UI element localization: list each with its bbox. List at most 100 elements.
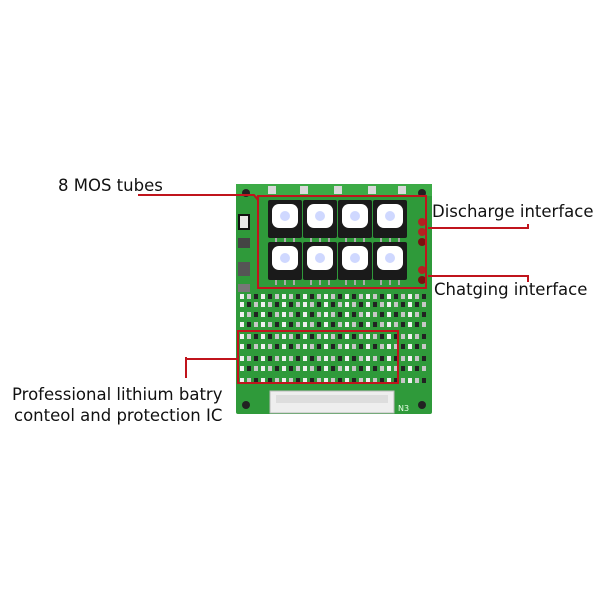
smd-part xyxy=(296,366,300,371)
smd-part xyxy=(422,378,426,383)
smd-part xyxy=(254,344,258,349)
smd-part xyxy=(380,334,384,339)
smd-part xyxy=(422,366,426,371)
smd-part xyxy=(401,302,405,307)
smd-part xyxy=(296,294,300,299)
smd-part xyxy=(338,302,342,307)
smd-part xyxy=(401,366,405,371)
smd-part xyxy=(310,344,314,349)
smd-part xyxy=(415,312,419,317)
left-components xyxy=(238,214,250,292)
smd-part xyxy=(415,344,419,349)
smd-part xyxy=(303,378,307,383)
smd-part xyxy=(261,356,265,361)
discharge-terminals xyxy=(418,218,426,246)
mosfet xyxy=(303,242,337,285)
smd-part xyxy=(408,302,412,307)
smd-part xyxy=(352,322,356,327)
smd-part xyxy=(289,344,293,349)
smd-part xyxy=(401,344,405,349)
smd-part xyxy=(310,356,314,361)
smd-part xyxy=(359,334,363,339)
smd-part xyxy=(366,356,370,361)
smd-part xyxy=(345,378,349,383)
smd-part xyxy=(338,344,342,349)
smd-part xyxy=(394,378,398,383)
smd-part xyxy=(310,294,314,299)
smd-part xyxy=(240,302,244,307)
smd-part xyxy=(268,344,272,349)
smd-part xyxy=(352,334,356,339)
smd-part xyxy=(401,378,405,383)
smd-part xyxy=(289,334,293,339)
mos-highlight-box xyxy=(257,195,427,289)
smd-part xyxy=(254,356,258,361)
smd-part xyxy=(401,334,405,339)
smd-part xyxy=(380,322,384,327)
smd-part xyxy=(303,294,307,299)
smd-part xyxy=(422,294,426,299)
smd-part xyxy=(387,366,391,371)
callout-protection-ic-line1: Professional lithium batry xyxy=(12,385,223,404)
smd-part xyxy=(415,334,419,339)
smd-part xyxy=(366,366,370,371)
smd-part xyxy=(408,322,412,327)
smd-part xyxy=(338,312,342,317)
smd-part xyxy=(408,356,412,361)
smd-part xyxy=(415,294,419,299)
smd-part xyxy=(345,366,349,371)
smd-part xyxy=(373,312,377,317)
smd-part xyxy=(296,312,300,317)
smd-part xyxy=(394,322,398,327)
smd-part xyxy=(324,294,328,299)
smd-part xyxy=(373,344,377,349)
smd-part xyxy=(268,366,272,371)
smd-part xyxy=(422,322,426,327)
smd-part xyxy=(303,356,307,361)
smd-part xyxy=(359,378,363,383)
smd-part xyxy=(275,322,279,327)
smd-part xyxy=(373,356,377,361)
smd-part xyxy=(331,294,335,299)
smd-part xyxy=(296,322,300,327)
smd-part xyxy=(268,312,272,317)
smd-part xyxy=(408,294,412,299)
smd-part xyxy=(240,344,244,349)
smd-part xyxy=(268,378,272,383)
smd-part xyxy=(310,366,314,371)
smd-part xyxy=(282,366,286,371)
smd-part xyxy=(261,322,265,327)
smd-component-rows xyxy=(240,294,426,383)
smd-part xyxy=(317,378,321,383)
smd-part xyxy=(394,366,398,371)
smd-part xyxy=(275,356,279,361)
smd-part xyxy=(352,366,356,371)
smd-part xyxy=(359,366,363,371)
smd-part xyxy=(310,312,314,317)
smd-part xyxy=(317,344,321,349)
smd-part xyxy=(415,356,419,361)
smd-part xyxy=(387,378,391,383)
callout-mos-tubes: 8 MOS tubes xyxy=(58,176,163,195)
smd-part xyxy=(422,356,426,361)
smd-part xyxy=(275,344,279,349)
smd-part xyxy=(275,378,279,383)
smd-part xyxy=(254,312,258,317)
smd-part xyxy=(331,322,335,327)
smd-part xyxy=(310,302,314,307)
mosfet xyxy=(373,200,407,243)
smd-part xyxy=(366,334,370,339)
smd-part xyxy=(240,334,244,339)
smd-part xyxy=(282,378,286,383)
smd-part xyxy=(373,294,377,299)
smd-part xyxy=(331,334,335,339)
smd-part xyxy=(282,344,286,349)
smd-part xyxy=(289,378,293,383)
smd-part xyxy=(387,334,391,339)
smd-part xyxy=(317,356,321,361)
smd-part xyxy=(303,322,307,327)
smd-part xyxy=(338,378,342,383)
smd-part xyxy=(324,312,328,317)
smd-part xyxy=(275,302,279,307)
smd-part xyxy=(324,344,328,349)
